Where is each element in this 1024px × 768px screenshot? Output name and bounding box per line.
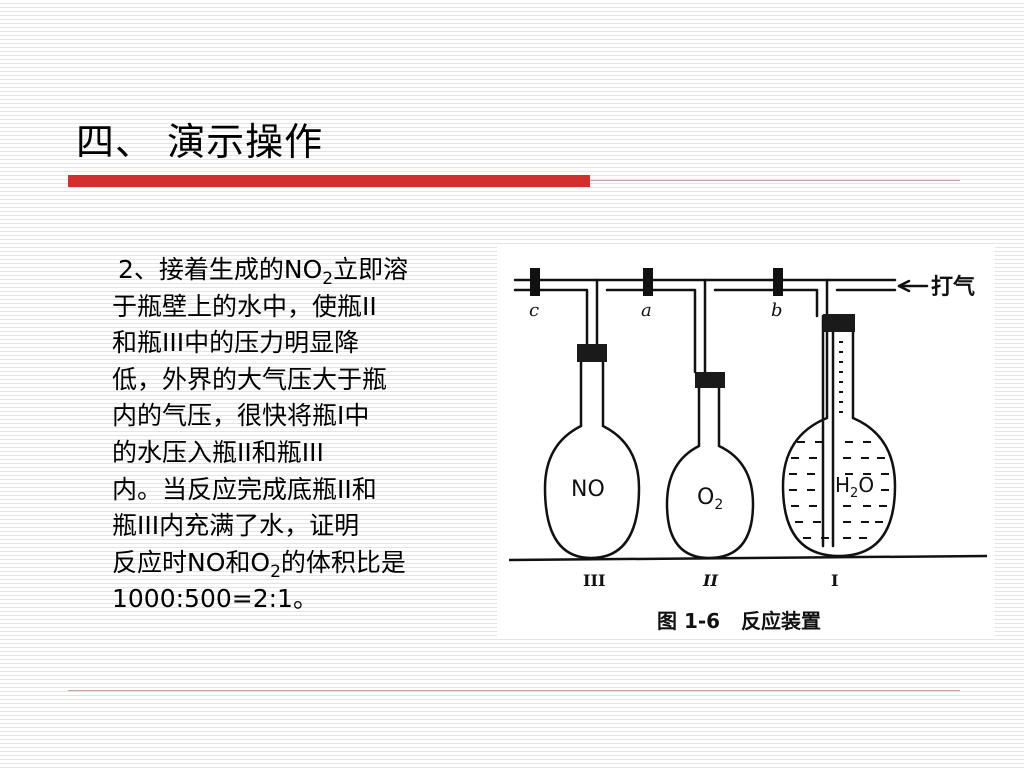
flask-left	[543, 362, 641, 560]
flask-number-middle: II	[702, 571, 718, 590]
pipe-segment-a-b	[703, 278, 829, 318]
paragraph-subscript-2: 2	[270, 561, 281, 582]
flask-middle-sub: 2	[714, 497, 723, 513]
water-dashes-neck	[839, 341, 843, 413]
ground-line	[508, 554, 988, 562]
slide-title: 四、 演示操作	[76, 120, 324, 164]
flask-right-sub: 2	[850, 486, 858, 501]
body-paragraph: 2、接着生成的NO2立即溶 于瓶壁上的水中，使瓶II 和瓶III中的压力明显降 …	[112, 252, 492, 618]
apparatus-diagram: c a b 打气 NO O2 H2O III II I 图 1-6 反应装置	[508, 268, 988, 633]
paragraph-lead: 2、接着生成的NO	[118, 255, 323, 284]
top-pipe	[513, 278, 599, 348]
stopper-right	[823, 314, 855, 332]
pump-arrow-head	[897, 279, 911, 293]
valve-b	[773, 268, 783, 296]
valve-c	[530, 268, 540, 296]
flask-right-end: O	[858, 473, 874, 497]
flask-middle-content: O2	[697, 485, 723, 513]
pipe-segment-pump	[825, 278, 897, 292]
paragraph-middle: 立即溶 于瓶壁上的水中，使瓶II 和瓶III中的压力明显降 低，外界的大气压大于…	[112, 255, 409, 577]
figure-caption: 图 1-6 反应装置	[657, 609, 821, 633]
title-rule-thin	[590, 180, 960, 181]
valve-label-c: c	[529, 300, 539, 321]
valve-a	[643, 268, 653, 296]
flask-right-main: H	[835, 473, 850, 497]
inlet-tube	[821, 314, 835, 548]
valve-label-b: b	[771, 300, 783, 321]
flask-left-content: NO	[571, 477, 605, 502]
flask-right-content: H2O	[835, 473, 874, 501]
apparatus-figure: c a b 打气 NO O2 H2O III II I 图 1-6 反应装置	[497, 246, 995, 638]
flask-middle	[665, 388, 755, 560]
paragraph-subscript-1: 2	[322, 269, 334, 289]
footer-rule	[68, 690, 960, 691]
title-rule	[68, 174, 960, 187]
flask-number-left: III	[583, 571, 605, 590]
water-dashes-body	[789, 441, 889, 539]
flask-middle-main: O	[697, 485, 714, 510]
title-rule-red	[68, 175, 590, 187]
paragraph-tail: 的体积比是 1000:500=2:1。	[112, 547, 406, 614]
stopper-middle	[695, 372, 725, 388]
pump-label: 打气	[931, 274, 975, 300]
flask-number-right: I	[831, 571, 838, 590]
valve-label-a: a	[641, 300, 652, 321]
stopper-left	[577, 344, 607, 362]
